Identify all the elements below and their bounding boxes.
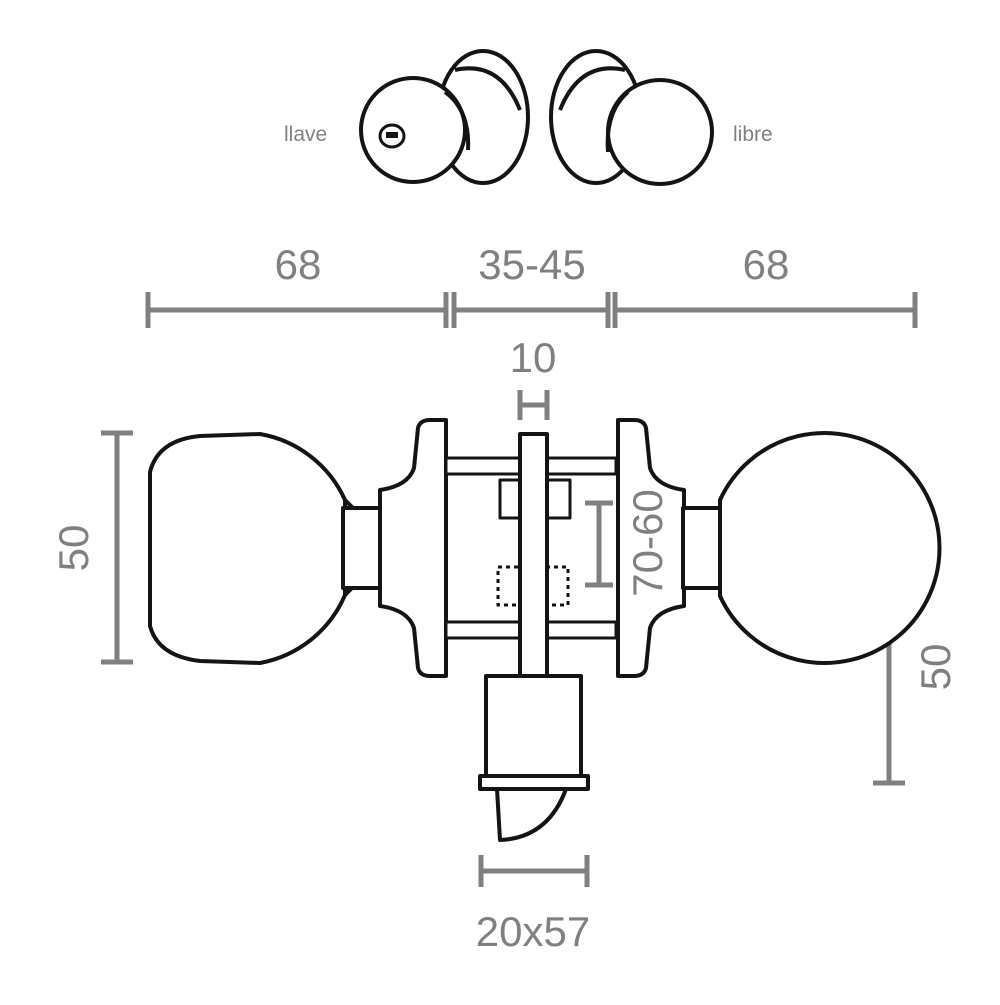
right-rose xyxy=(616,418,686,678)
keyhole-slot xyxy=(386,132,398,138)
key-variant-label: llave xyxy=(284,123,327,146)
backset-dimension: 70-60 xyxy=(585,489,671,597)
dim-knob-length-left: 68 xyxy=(275,241,322,288)
latch-case xyxy=(484,674,583,780)
left-knob-neck xyxy=(341,506,385,590)
spindle-dimension: 10 xyxy=(510,334,557,420)
right-diameter-dimension: 50 xyxy=(873,548,959,786)
dim-door-thickness: 35-45 xyxy=(478,241,585,288)
key-knob xyxy=(359,76,467,184)
free-variant-label: libre xyxy=(733,123,773,146)
dim-knob-length-right: 68 xyxy=(743,241,790,288)
dim-backset: 70-60 xyxy=(624,489,671,596)
left-rose xyxy=(378,418,448,678)
left-diameter-dimension: 50 xyxy=(50,430,133,665)
central-spindle-plate xyxy=(518,432,549,684)
dim-spindle-width: 10 xyxy=(510,334,557,381)
right-knob xyxy=(718,431,942,665)
dim-knob-diameter-left: 50 xyxy=(50,525,97,572)
free-rose-edge xyxy=(558,66,626,111)
faceplate-dimension: 20x57 xyxy=(476,855,590,955)
key-rose-edge xyxy=(454,66,522,111)
lock-assembly-side-view xyxy=(148,418,942,842)
right-knob-neck xyxy=(681,506,723,590)
key-knob-illustration: llave xyxy=(284,49,530,185)
dim-faceplate: 20x57 xyxy=(476,908,590,955)
dim-knob-diameter-right: 50 xyxy=(912,644,959,691)
key-knob-shading xyxy=(443,90,471,151)
free-knob-illustration: libre xyxy=(549,49,773,186)
left-knob xyxy=(148,432,347,665)
top-dimension-row: 68 35-45 68 xyxy=(145,241,918,328)
free-knob-shading xyxy=(605,90,630,153)
latch-tongue xyxy=(495,787,568,842)
